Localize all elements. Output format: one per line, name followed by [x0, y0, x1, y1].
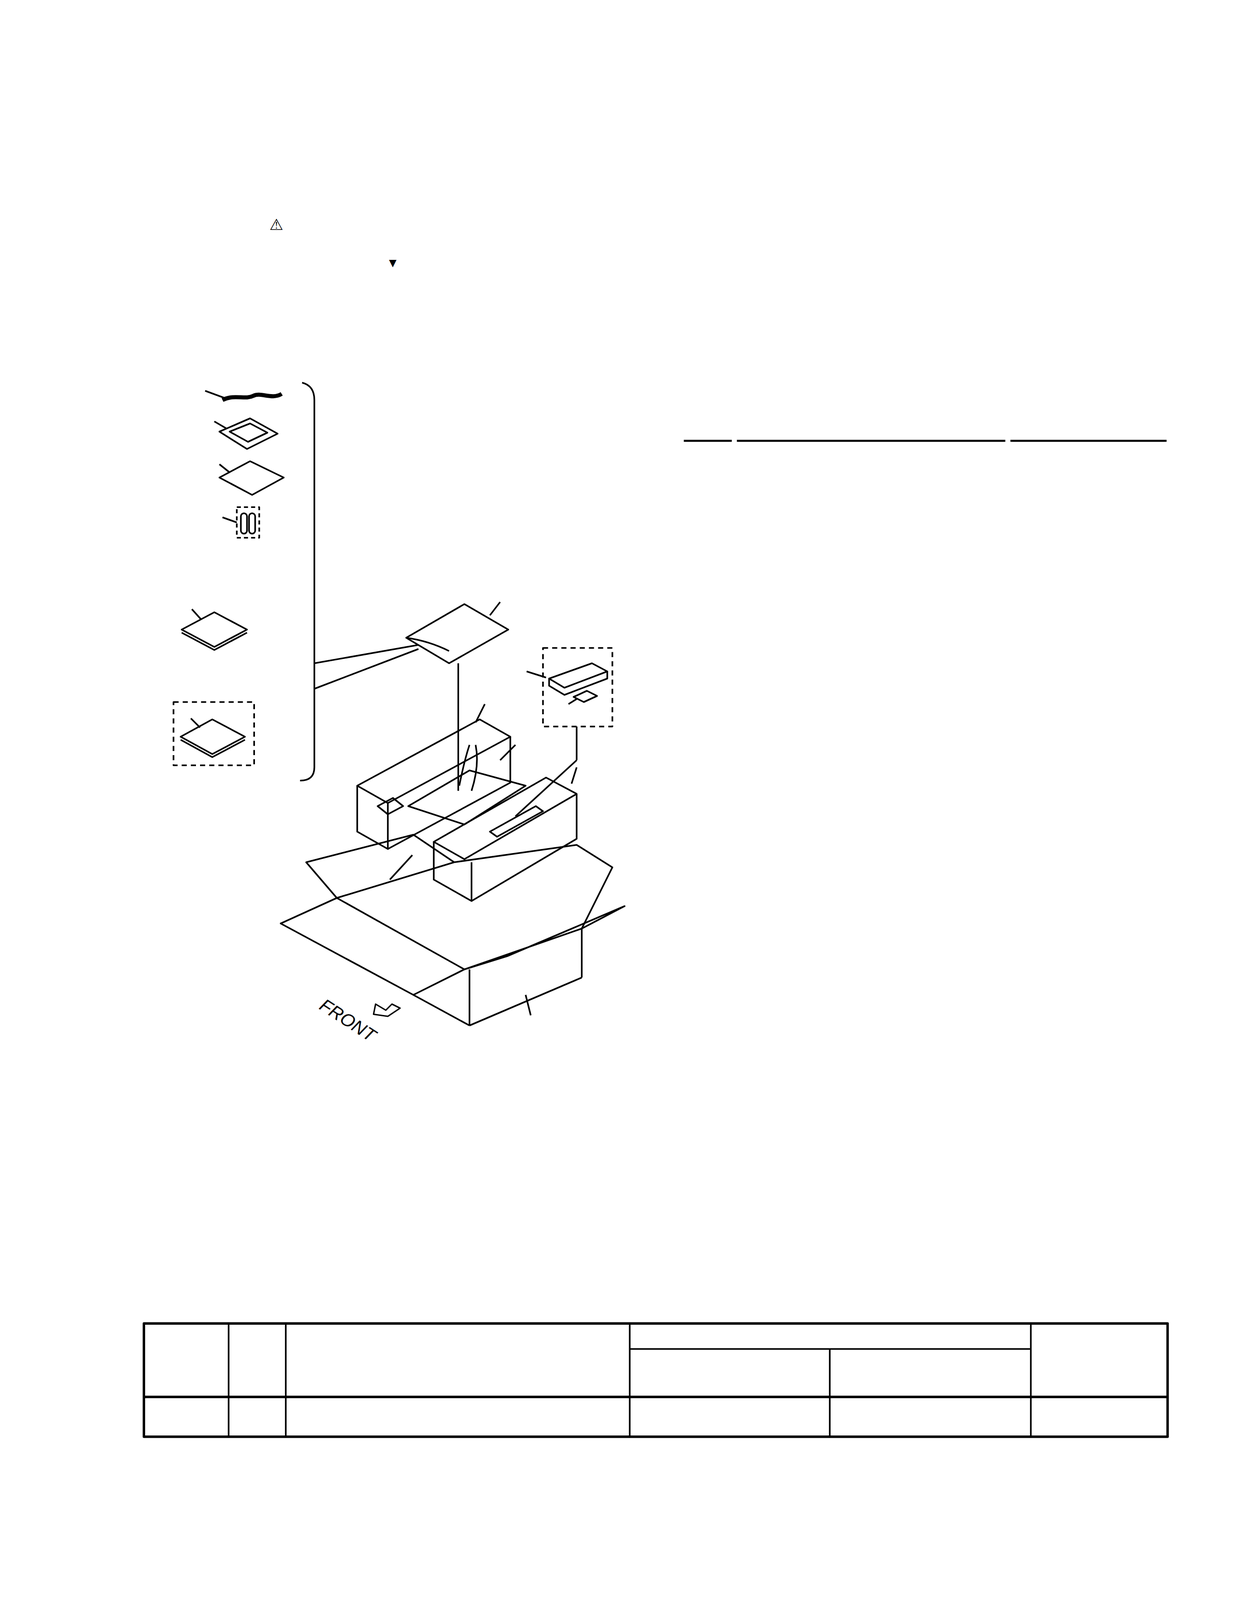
marker-symbol: ▼: [386, 256, 400, 270]
warning-symbol: ⚠: [269, 216, 284, 233]
front-label: FRONT: [316, 995, 379, 1046]
